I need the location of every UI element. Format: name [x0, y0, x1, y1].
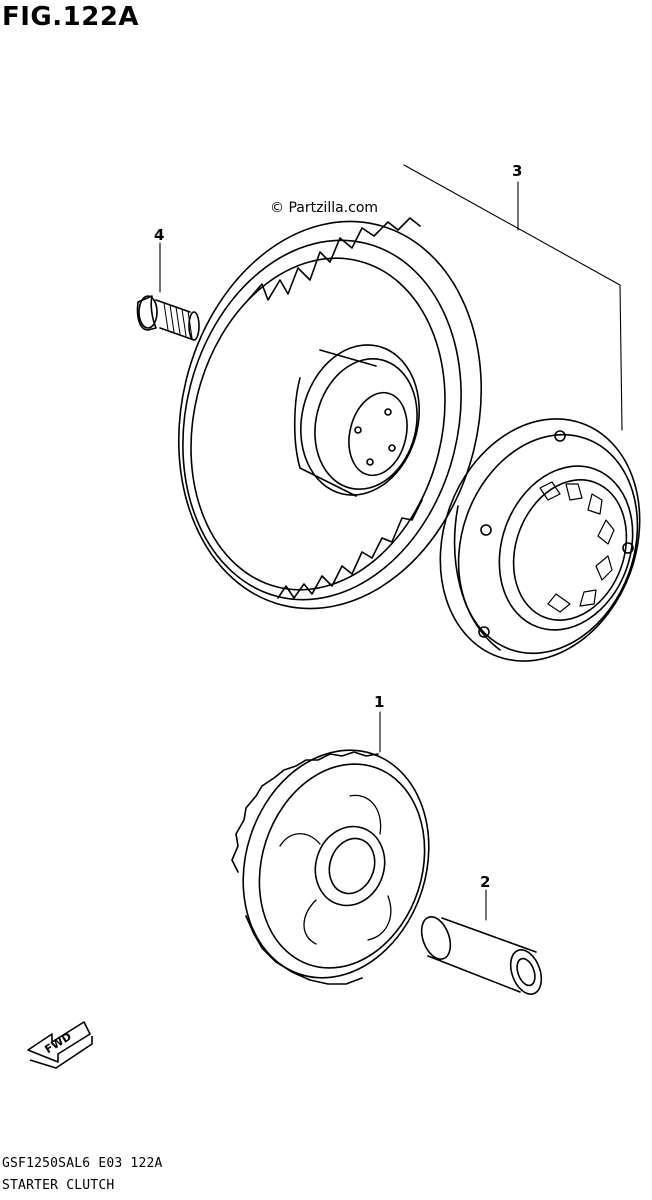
clutch-housing-part3	[439, 418, 641, 662]
gear-part3	[177, 217, 483, 610]
model-code: GSF1250SAL6 E03 122A	[2, 1156, 163, 1171]
callout-2: 2	[480, 873, 491, 891]
watermark: © Partzilla.com	[270, 200, 379, 216]
fwd-arrow-icon: FWD	[27, 1021, 93, 1069]
section-name: STARTER CLUTCH	[2, 1178, 115, 1193]
callout-4: 4	[154, 226, 165, 244]
callout-3: 3	[512, 162, 523, 180]
shaft-part2	[420, 916, 543, 995]
figure-title: FIG.122A	[2, 2, 140, 32]
leader-lines	[159, 164, 623, 921]
bolt-part4	[136, 295, 200, 341]
gear-part1	[231, 749, 430, 985]
callout-1: 1	[374, 693, 385, 711]
